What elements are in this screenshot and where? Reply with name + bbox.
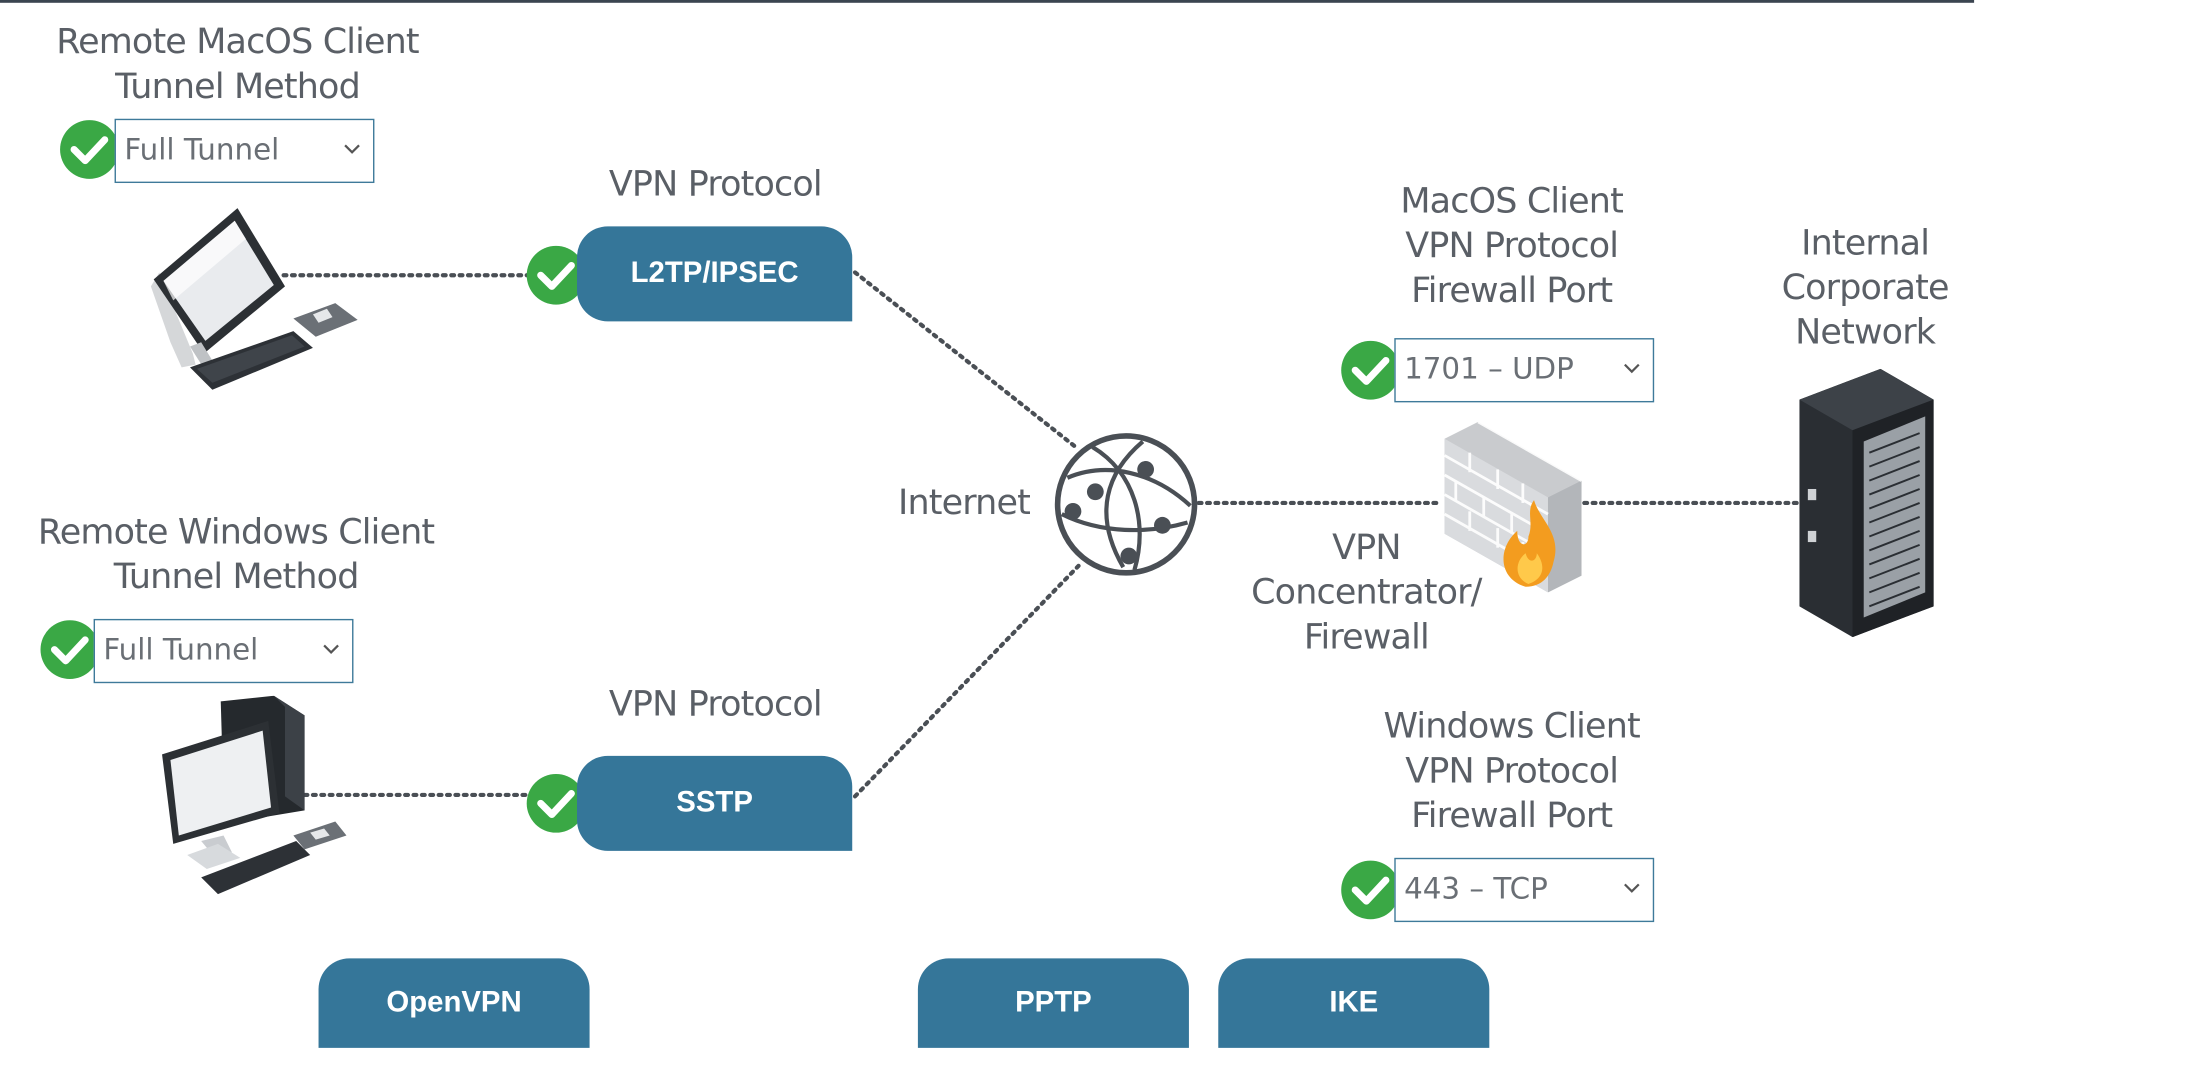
chevron-down-icon xyxy=(1624,363,1640,374)
tile-ike[interactable]: IKE xyxy=(1218,958,1490,1048)
win-tunnel-method-value: Full Tunnel xyxy=(103,632,259,667)
desktop-pc-icon xyxy=(162,695,347,895)
mac-port-select[interactable]: 1701 – UDP xyxy=(1394,338,1655,403)
win-tunnel-checkmark-icon xyxy=(40,620,100,679)
mac-tunnel-checkmark-icon xyxy=(60,120,119,179)
mac-port-checkmark-icon xyxy=(1341,340,1400,400)
globe-network-icon xyxy=(1054,433,1198,576)
vpn-concentrator-label: VPN Concentrator/ Firewall xyxy=(1251,526,1482,657)
win-tunnel-method-select[interactable]: Full Tunnel xyxy=(93,618,354,684)
internet-label: Internet xyxy=(898,481,1031,523)
vpn-protocol-label-bottom: VPN Protocol xyxy=(608,683,823,724)
mac-port-label: MacOS Client VPN Protocol Firewall Port xyxy=(1400,180,1623,311)
mac-port-value: 1701 – UDP xyxy=(1404,352,1574,386)
win-port-value: 443 – TCP xyxy=(1404,871,1548,906)
imac-computer-icon xyxy=(150,208,358,390)
l2tp-to-internet-line xyxy=(852,270,1078,450)
tile-openvpn[interactable]: OpenVPN xyxy=(318,958,590,1048)
win-tunnel-method-label: Remote Windows Client Tunnel Method xyxy=(37,511,435,597)
internal-network-label: Internal Corporate Network xyxy=(1781,222,1950,353)
placed-tile-mac-protocol[interactable]: L2TP/IPSEC xyxy=(577,226,853,322)
mac-tunnel-method-label: Remote MacOS Client Tunnel Method xyxy=(56,20,419,107)
top-divider xyxy=(0,0,1975,3)
win-port-select[interactable]: 443 – TCP xyxy=(1394,857,1655,923)
win-port-label: Windows Client VPN Protocol Firewall Por… xyxy=(1383,705,1640,836)
firewall-icon xyxy=(1443,420,1583,593)
vpn-protocol-label-top: VPN Protocol xyxy=(608,163,823,204)
sstp-to-internet-line xyxy=(852,563,1081,799)
mac-tunnel-method-select[interactable]: Full Tunnel xyxy=(114,118,375,184)
tile-pptp[interactable]: PPTP xyxy=(917,958,1189,1048)
win-port-checkmark-icon xyxy=(1341,860,1400,920)
chevron-down-icon xyxy=(344,144,360,154)
win-protocol-checkmark-icon xyxy=(526,773,586,833)
placed-tile-win-protocol[interactable]: SSTP xyxy=(577,755,853,851)
mac-protocol-checkmark-icon xyxy=(526,245,586,305)
chevron-down-icon xyxy=(323,644,339,655)
mac-tunnel-method-value: Full Tunnel xyxy=(124,132,280,167)
server-rack-icon xyxy=(1799,368,1934,638)
chevron-down-icon xyxy=(1624,883,1640,893)
